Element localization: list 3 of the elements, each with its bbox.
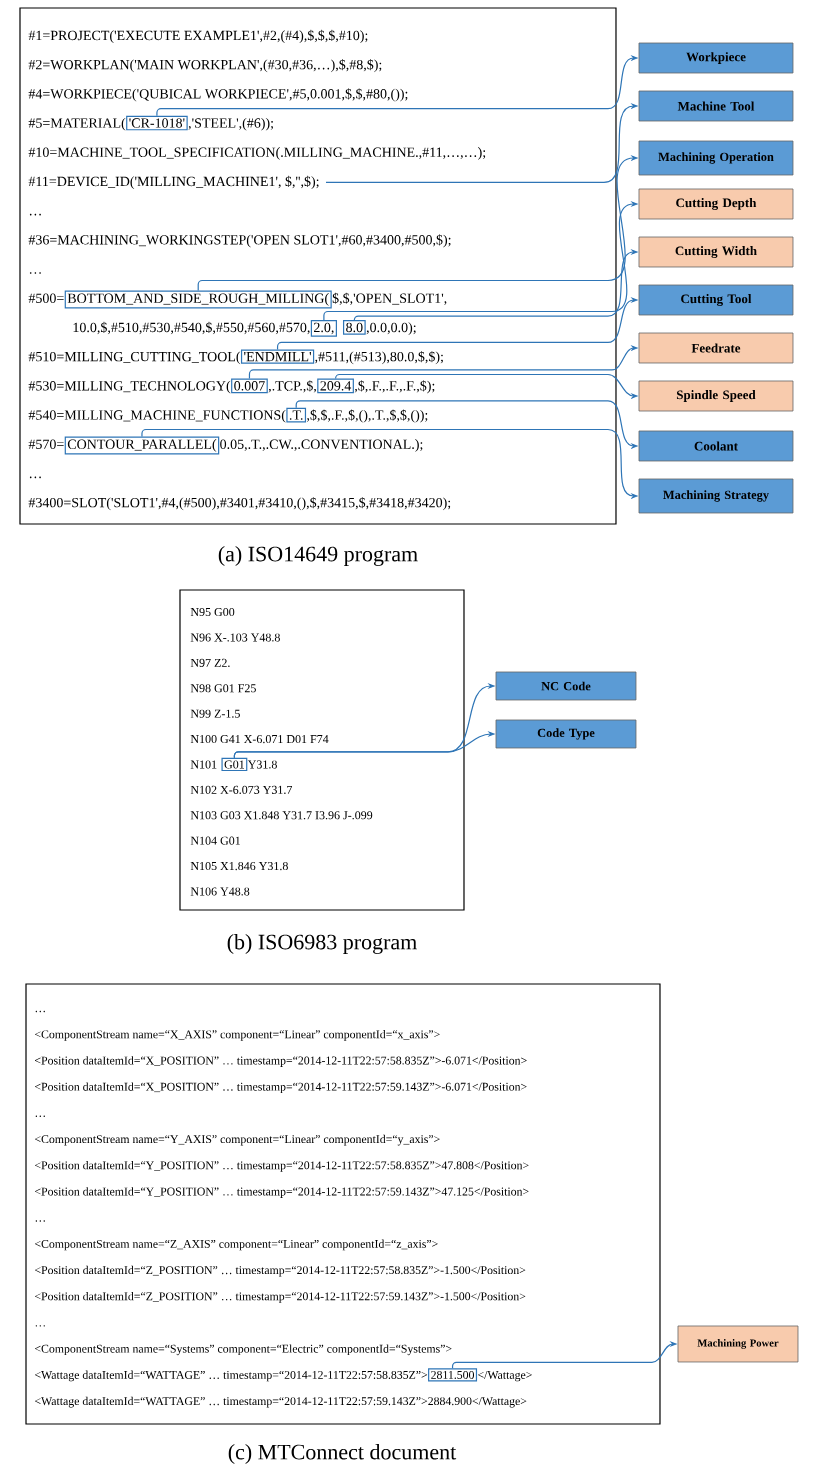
panel-caption: (c) MTConnect document (228, 1444, 457, 1464)
panel-caption: (a) ISO14649 program (218, 546, 418, 566)
panel-caption: (b) ISO6983 program (227, 934, 417, 954)
